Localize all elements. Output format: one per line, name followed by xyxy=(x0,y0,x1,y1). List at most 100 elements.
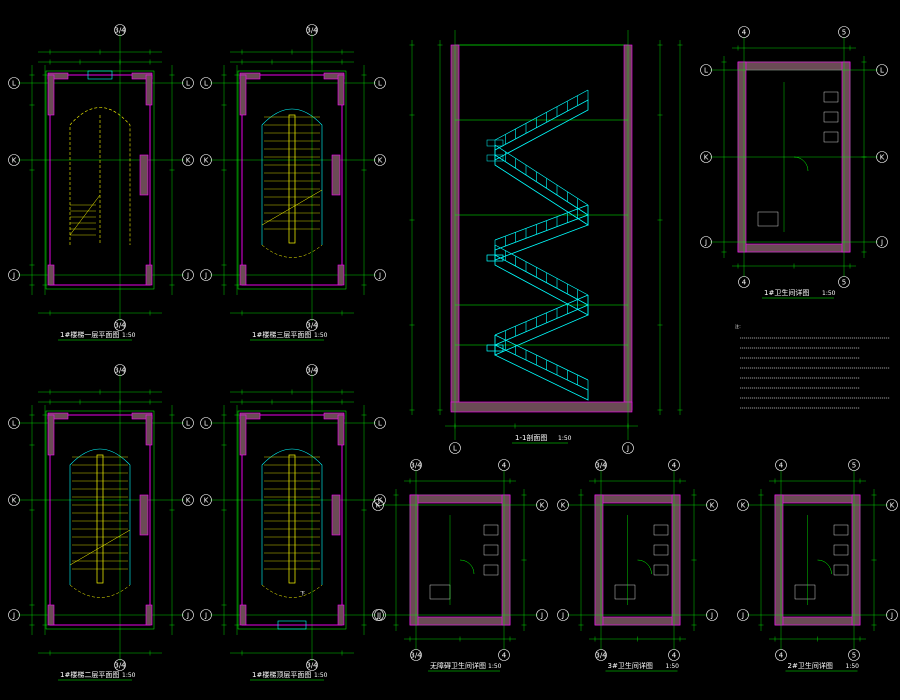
axis-bubble-bottom: 3/4 xyxy=(114,659,126,671)
toilet-fixture xyxy=(653,564,669,576)
column xyxy=(331,494,341,536)
axis-bubble-top-4: 4 xyxy=(498,459,510,471)
axis-bubble-circle xyxy=(449,442,461,454)
toilet-fixture xyxy=(823,111,839,123)
landing-arc xyxy=(69,107,131,245)
section-axis-left: L xyxy=(449,442,461,454)
notes-heading: 注： xyxy=(735,323,743,329)
section-ground-slab xyxy=(450,401,633,413)
axis-bubble-circle xyxy=(668,459,680,471)
axis-bubble-label: L xyxy=(12,420,16,428)
toilet-title: 1#卫生间详图 xyxy=(764,288,809,297)
toilet-fixture xyxy=(823,131,839,143)
axis-bubble-label: J xyxy=(626,445,629,453)
axis-bubble-circle xyxy=(306,364,318,376)
wall-segment xyxy=(594,616,681,626)
axis-bubble-circle xyxy=(876,236,888,248)
toilet-fixture xyxy=(483,564,499,576)
axis-bubble-label: 3/4 xyxy=(306,322,318,330)
wall-segment xyxy=(337,74,345,106)
axis-bubble-circle xyxy=(738,276,750,288)
axis-bubble-label: L xyxy=(378,80,382,88)
axis-bubble-circle xyxy=(8,494,20,506)
axis-bubble-circle xyxy=(8,154,20,166)
axis-bubble-label: K xyxy=(12,157,17,165)
axis-bubble-bottom-3/4: 3/4 xyxy=(410,649,422,661)
axis-bubble-label: L xyxy=(186,80,190,88)
axis-bubble-right-J: J xyxy=(182,609,194,621)
axis-bubble-right-K: K xyxy=(886,499,898,511)
wall-segment xyxy=(594,494,681,504)
toilet-fixture xyxy=(483,544,499,556)
door-swing xyxy=(637,559,652,575)
axis-bubble-label: K xyxy=(741,502,746,510)
wall-segment xyxy=(47,74,55,116)
axis-bubble-circle xyxy=(8,77,20,89)
wall-outline xyxy=(241,74,343,286)
toilet-title: 2#卫生间详图 xyxy=(788,661,833,670)
axis-bubble-circle xyxy=(114,364,126,376)
axis-bubble-right-K: K xyxy=(374,494,386,506)
axis-bubble-circle xyxy=(200,609,212,621)
axis-bubble-label: 5 xyxy=(852,462,856,470)
axis-bubble-circle xyxy=(8,417,20,429)
axis-bubble-label: J xyxy=(880,239,883,247)
axis-bubble-label: 4 xyxy=(779,652,784,660)
axis-bubble-circle xyxy=(306,659,318,671)
axis-bubble-left-K: K xyxy=(700,151,712,163)
wall-segment xyxy=(774,494,784,626)
axis-bubble-bottom-4: 4 xyxy=(498,649,510,661)
axis-bubble-label: J xyxy=(890,612,893,620)
axis-bubble-circle xyxy=(876,151,888,163)
axis-bubble-circle xyxy=(738,26,750,38)
landing-slab xyxy=(486,154,504,162)
axis-bubble-label: 3/4 xyxy=(114,662,126,670)
axis-bubble-circle xyxy=(595,649,607,661)
axis-bubble-circle xyxy=(182,417,194,429)
column xyxy=(139,494,149,536)
wall-segment xyxy=(47,414,55,456)
axis-bubble-circle xyxy=(737,499,749,511)
axis-bubble-label: K xyxy=(880,154,885,162)
toilet-fixture xyxy=(833,524,849,536)
axis-bubble-left-K: K xyxy=(557,499,569,511)
axis-bubble-left-K: K xyxy=(200,154,212,166)
axis-bubble-label: 3/4 xyxy=(114,367,126,375)
axis-bubble-label: 4 xyxy=(502,652,507,660)
axis-bubble-label: J xyxy=(741,612,744,620)
toilet-scale: 1:50 xyxy=(846,663,860,670)
wall-segment xyxy=(594,494,604,626)
wall-segment xyxy=(145,74,153,106)
landing-curve xyxy=(69,448,131,585)
axis-bubble-label: 3/4 xyxy=(114,322,126,330)
axis-bubble-circle xyxy=(114,659,126,671)
wall-segment xyxy=(239,264,247,286)
axis-bubble-circle xyxy=(200,269,212,281)
wall-outline xyxy=(241,414,343,626)
axis-bubble-top-5: 5 xyxy=(838,26,850,38)
axis-bubble-right-J: J xyxy=(876,236,888,248)
axis-bubble-right-J: J xyxy=(886,609,898,621)
axis-bubble-label: K xyxy=(540,502,545,510)
axis-bubble-label: K xyxy=(204,157,209,165)
landing-bottom-arc xyxy=(69,584,131,598)
axis-bubble-label: J xyxy=(540,612,543,620)
toilet-fixture xyxy=(833,564,849,576)
axis-bubble-circle xyxy=(498,649,510,661)
column xyxy=(331,154,341,196)
door-swing xyxy=(817,559,832,575)
wall-segment xyxy=(671,494,681,626)
axis-bubble-label: 3/4 xyxy=(306,367,318,375)
axis-bubble-bottom-3/4: 3/4 xyxy=(595,649,607,661)
axis-bubble-label: K xyxy=(890,502,895,510)
toilet-scale: 1:50 xyxy=(488,663,502,670)
axis-bubble-circle xyxy=(374,154,386,166)
axis-bubble-circle xyxy=(372,499,384,511)
axis-bubble-circle xyxy=(8,609,20,621)
wall-segment xyxy=(145,414,153,446)
axis-bubble-label: L xyxy=(204,80,208,88)
axis-bubble-circle xyxy=(886,499,898,511)
